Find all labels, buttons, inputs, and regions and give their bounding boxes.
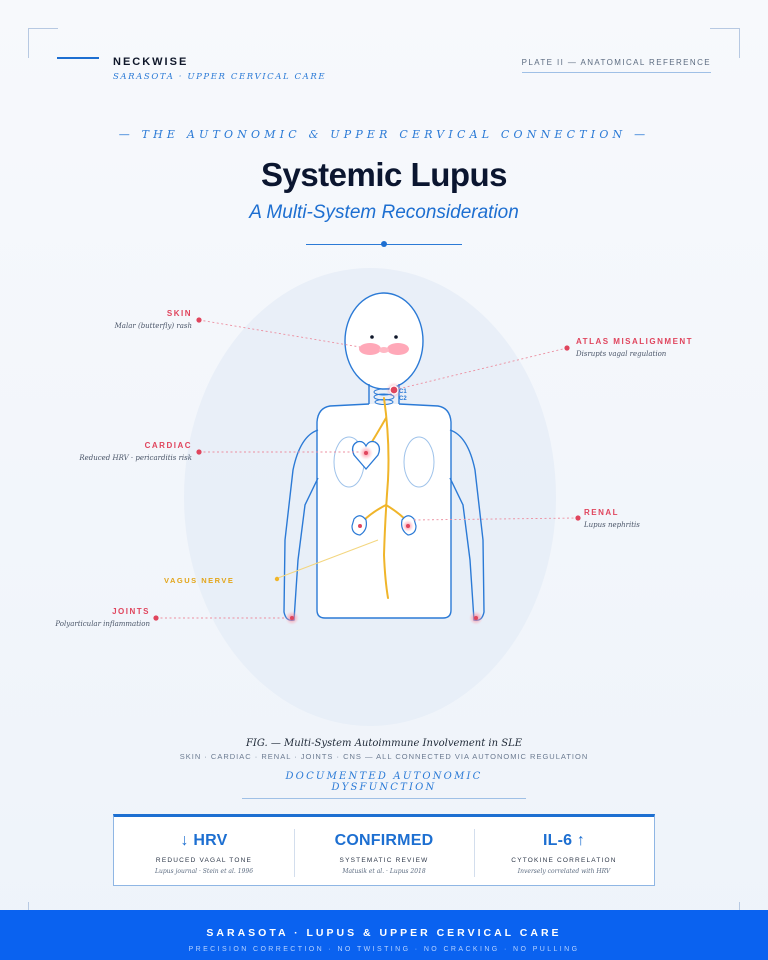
stat-source: Inversely correlated with HRV xyxy=(517,868,611,875)
body-outline xyxy=(283,292,485,622)
callout-atlas-label: ATLAS MISALIGNMENT xyxy=(576,337,694,346)
footer-banner: SARASOTA · LUPUS & UPPER CERVICAL CARE P… xyxy=(0,910,768,960)
footer-tagline: PRECISION CORRECTION · NO TWISTING · NO … xyxy=(188,946,580,953)
vagus-leader xyxy=(277,539,379,579)
eye-right xyxy=(394,335,398,339)
stat-value: ↓ HRV xyxy=(180,832,228,849)
page-subtitle: A Multi-System Reconsideration xyxy=(249,202,519,223)
stat-label: REDUCED VAGAL TONE xyxy=(155,857,253,864)
right-lung xyxy=(403,436,435,488)
callout-cardiac-desc: Reduced HRV · pericarditis risk xyxy=(79,454,192,462)
brand-subtitle: SARASOTA · UPPER CERVICAL CARE xyxy=(113,72,327,82)
page-title: Systemic Lupus xyxy=(260,156,508,193)
callout-leaders xyxy=(156,319,579,619)
brand-name: NECKWISE xyxy=(113,56,189,68)
corner-bracket-top-left xyxy=(28,28,58,58)
callout-joints-label: JOINTS xyxy=(112,607,150,616)
figure-caption: FIG. — Multi-System Autoimmune Involveme… xyxy=(245,738,523,749)
brand-accent-bar xyxy=(57,57,99,59)
callout-cardiac-label: CARDIAC xyxy=(144,441,192,450)
callout-atlas-desc: Disrupts vagal regulation xyxy=(576,350,667,358)
eye-left xyxy=(370,335,374,339)
stat-value: CONFIRMED xyxy=(334,832,434,849)
rash-right-cheek xyxy=(387,343,409,355)
callout-renal-label: RENAL xyxy=(584,508,620,517)
callout-vagus-label: VAGUS NERVE xyxy=(164,576,235,585)
callout-dots xyxy=(153,317,581,621)
atlas-marker xyxy=(389,385,399,395)
kicker: — THE AUTONOMIC & UPPER CERVICAL CONNECT… xyxy=(118,128,650,141)
stat-label: SYSTEMATIC REVIEW xyxy=(339,857,429,864)
footer-title: SARASOTA · LUPUS & UPPER CERVICAL CARE xyxy=(206,927,562,939)
vagus-dot xyxy=(274,576,280,582)
stat-card: IL-6 ↑ CYTOKINE CORRELATION Inversely co… xyxy=(474,817,654,885)
plate-label: PLATE II — ANATOMICAL REFERENCE xyxy=(521,58,711,73)
vertebra-c2-label: C2 xyxy=(399,396,407,402)
callout-renal-desc: Lupus nephritis xyxy=(584,521,640,529)
callout-joints-desc: Polyarticular inflammation xyxy=(55,620,150,628)
corner-bracket-top-right xyxy=(710,28,740,58)
callout-skin-label: SKIN xyxy=(166,309,192,318)
section-heading: DOCUMENTED AUTONOMIC DYSFUNCTION xyxy=(242,771,526,799)
stat-card: CONFIRMED SYSTEMATIC REVIEW Matusik et a… xyxy=(294,817,474,885)
title-divider-dot xyxy=(381,241,387,247)
stat-card: ↓ HRV REDUCED VAGAL TONE Lupus journal ·… xyxy=(114,817,294,885)
stat-source: Matusik et al. · Lupus 2018 xyxy=(342,868,426,875)
stat-source: Lupus journal · Stein et al. 1996 xyxy=(154,868,254,875)
stat-label: CYTOKINE CORRELATION xyxy=(511,857,617,864)
rash-left-cheek xyxy=(359,343,381,355)
stats-panel: ↓ HRV REDUCED VAGAL TONE Lupus journal ·… xyxy=(113,814,655,886)
vertebra-c1-label: C1 xyxy=(399,389,407,395)
figure-systems: SKIN · CARDIAC · RENAL · JOINTS · CNS — … xyxy=(179,752,589,761)
stat-value: IL-6 ↑ xyxy=(542,832,586,849)
callout-skin-desc: Malar (butterfly) rash xyxy=(114,322,192,330)
